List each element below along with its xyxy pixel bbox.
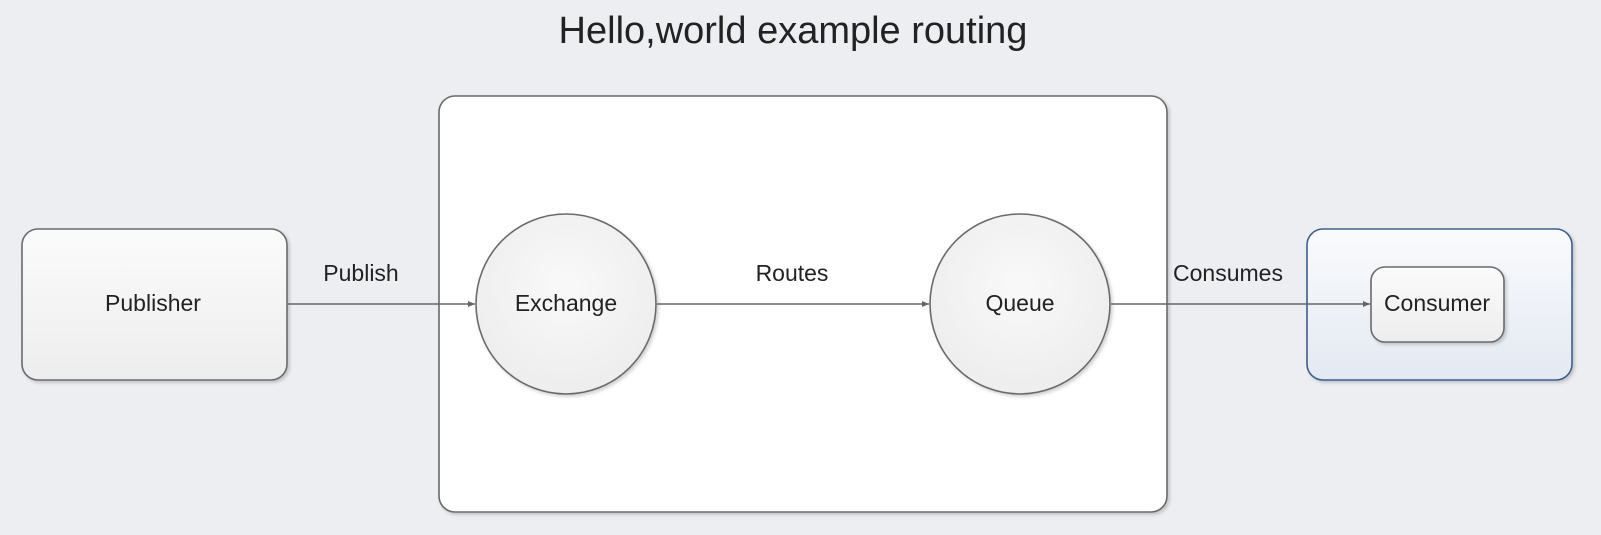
consumes-label: Consumes — [1173, 260, 1283, 286]
queue-label: Queue — [985, 290, 1054, 316]
publisher-node: Publisher — [21, 228, 288, 381]
publish-label: Publish — [323, 260, 398, 286]
exchange-label: Exchange — [515, 290, 617, 316]
diagram-title: Hello,world example routing — [559, 10, 1028, 52]
queue-node: Queue — [929, 213, 1111, 395]
publisher-label: Publisher — [105, 290, 201, 316]
consumer-label: Consumer — [1384, 290, 1490, 316]
exchange-node: Exchange — [475, 213, 657, 395]
consumer-node: Consumer — [1370, 266, 1505, 343]
routes-label: Routes — [756, 260, 829, 286]
